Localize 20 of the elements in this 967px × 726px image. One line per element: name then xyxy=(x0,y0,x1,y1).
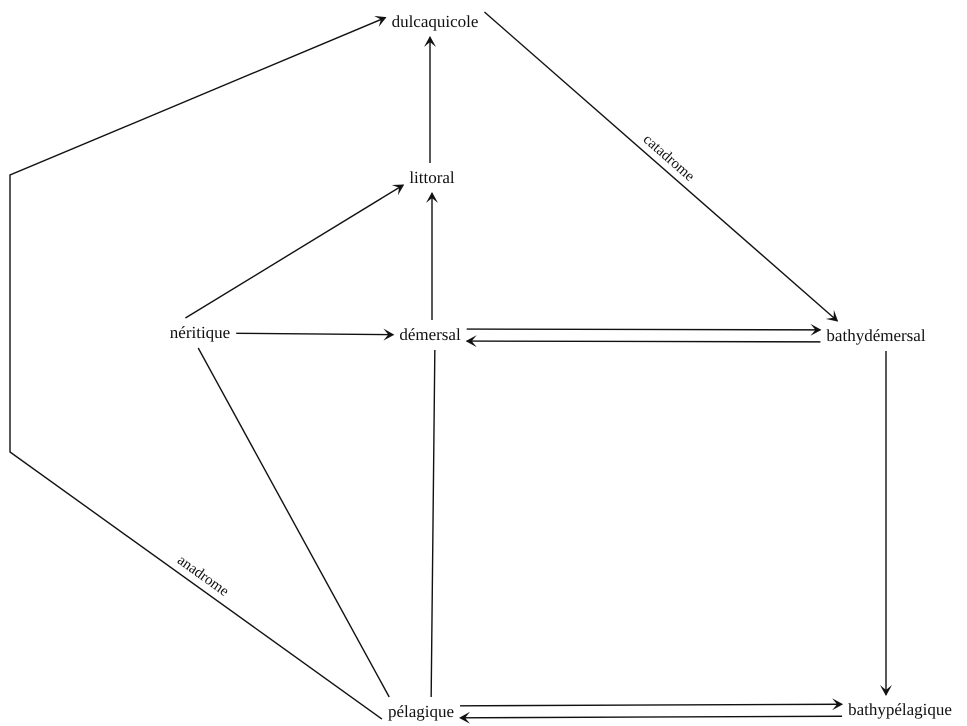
node-label: néritique xyxy=(166,321,234,345)
arrow xyxy=(466,324,822,336)
connector-line xyxy=(198,348,390,698)
arrow xyxy=(236,328,394,341)
arrow xyxy=(484,11,838,322)
arrow xyxy=(424,36,436,163)
node-label: littoral xyxy=(406,166,458,190)
connector-line xyxy=(430,350,436,697)
arrow xyxy=(460,698,844,710)
node-label: bathydémersal xyxy=(823,324,929,348)
arrow xyxy=(466,335,820,348)
arrow xyxy=(185,184,404,319)
arrow xyxy=(459,712,842,724)
arrow xyxy=(9,16,386,720)
node-label: démersal xyxy=(396,323,464,347)
node-label: bathypélagique xyxy=(845,698,955,722)
node-label: dulcaquicole xyxy=(388,10,482,34)
arrow xyxy=(426,192,438,320)
node-label: pélagique xyxy=(384,700,458,724)
arrow xyxy=(880,351,892,696)
